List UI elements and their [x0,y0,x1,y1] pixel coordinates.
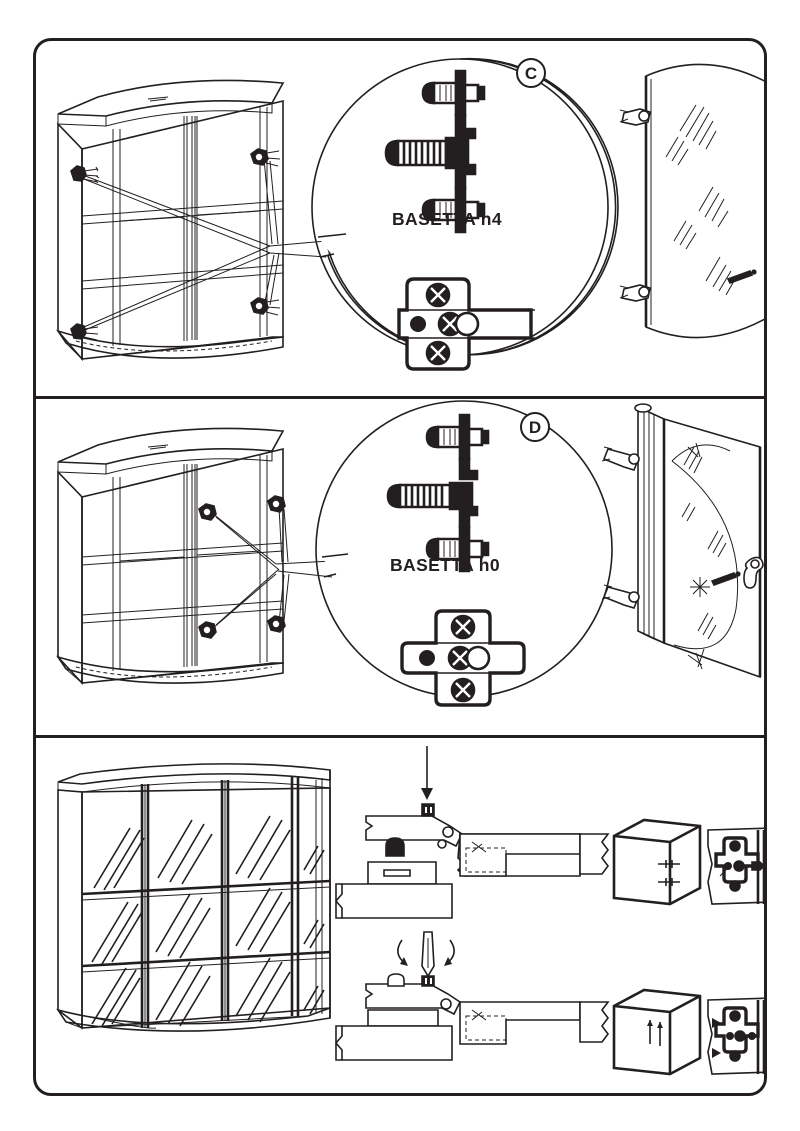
carcass-plate-bottom-right [250,297,281,316]
hinge-screws-h0 [386,413,490,573]
leader-lines-d [211,506,333,630]
panel-e-figures [56,746,764,1076]
door-knob-c [726,269,757,284]
door-hinge-bottom-d [601,584,640,609]
mounting-plate-h4 [397,277,535,371]
carcass-plate-d-2 [267,495,286,513]
glass-hatching [91,815,325,1027]
panel-badge-c: C [516,58,546,88]
glass-door-curved-c [619,63,764,339]
carcass-plate-top-right [250,148,281,167]
carcass-plate-bottom-left [70,323,99,341]
glass-door-flat-d [601,403,764,679]
carcass-plate-d-1 [198,503,217,521]
door-knob-d [710,556,764,589]
leader-lines-c [79,158,327,333]
carcass-plate-d-4 [267,615,286,633]
panel-divider-2 [36,735,764,738]
plate-detail-bottom [707,997,764,1075]
panel-d: D BASETTA h0 [36,399,764,735]
door-hinge-bottom-c [619,284,651,302]
mounting-plate-h0 [400,609,526,707]
callout-label-basetta-h0: BASETTA h0 [390,555,500,575]
plate-detail-top [707,827,764,905]
page-border [33,38,767,1096]
panel-divider-1 [36,396,764,399]
glass-sparkles-d [681,442,727,670]
panel-e [36,738,764,1093]
callout-circle-d [315,400,613,707]
cabinet-carcass-c [56,79,327,362]
panel-d-figures [56,400,764,707]
panel-badge-d: D [520,412,550,442]
cabinet-carcass-d [56,427,333,686]
cabinet-icon-top [612,818,702,906]
carcass-plate-top-left [70,165,100,184]
panel-c-figures [56,57,764,371]
finished-cabinet [56,763,331,1032]
door-hinge-top-c [619,108,651,126]
detail-hinge-screw [334,931,610,1061]
hinge-screws-h4 [384,69,486,234]
callout-label-basetta-h4: BASETTA h4 [392,209,502,229]
panel-c: C BASETTA h4 [36,41,764,396]
door-hinge-top-d [601,446,640,471]
carcass-plate-d-3 [198,621,217,639]
cabinet-icon-bottom [612,988,702,1076]
callout-circle-c [311,57,619,371]
detail-hinge-clipon [334,746,610,919]
glass-reflections-c [665,104,735,296]
